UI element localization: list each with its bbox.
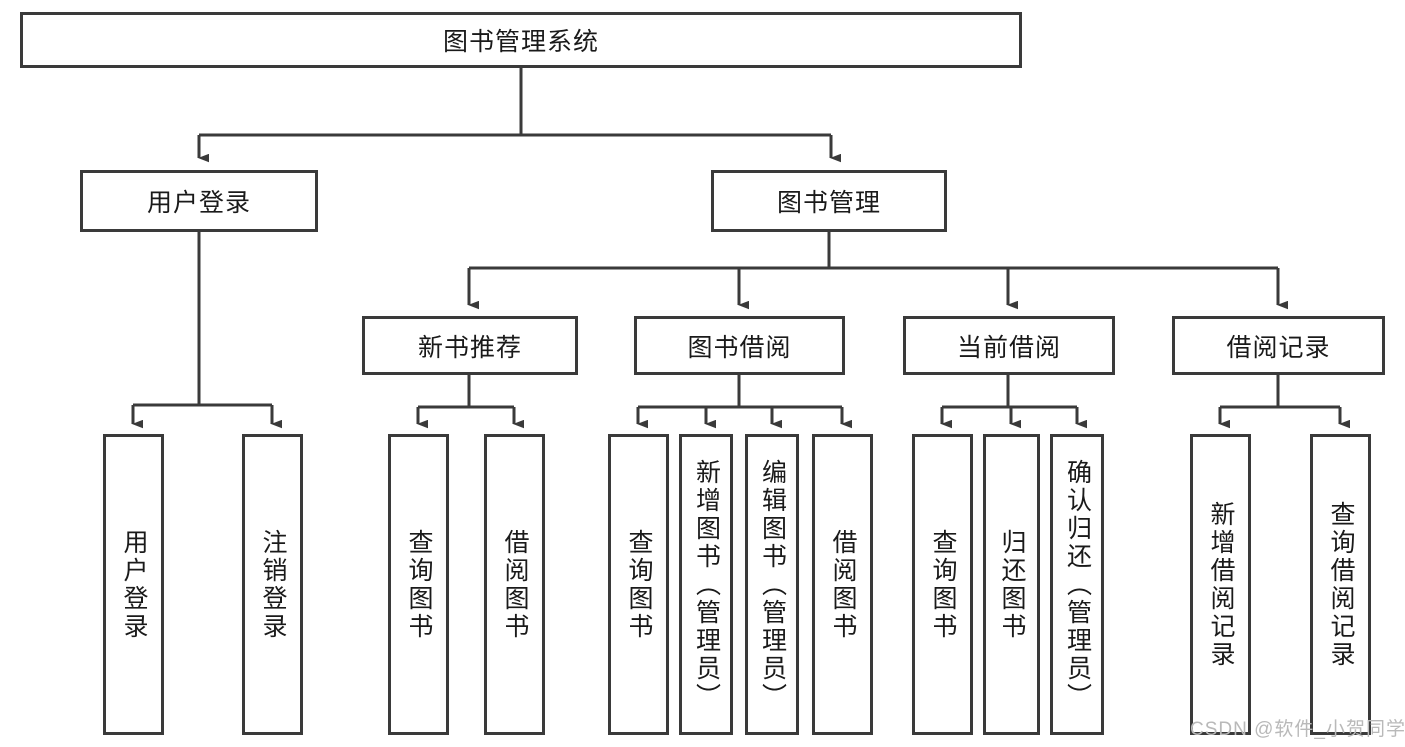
leaf-query-record-label: 查询借阅记录 <box>1327 500 1355 669</box>
leaf-query-book-2[interactable]: 查询图书 <box>608 434 669 735</box>
node-current-borrow-label: 当前借阅 <box>956 333 1061 362</box>
leaf-confirm-return[interactable]: 确认归还（管理员） <box>1050 434 1104 735</box>
leaf-add-record-label: 新增借阅记录 <box>1207 500 1235 669</box>
leaf-add-book[interactable]: 新增图书（管理员） <box>679 434 733 735</box>
leaf-query-book-3-label: 查询图书 <box>929 528 957 641</box>
leaf-edit-book-label: 编辑图书（管理员） <box>758 458 787 711</box>
leaf-query-book-2-label: 查询图书 <box>625 528 653 641</box>
node-book-management-label: 图书管理 <box>776 189 881 217</box>
node-borrow-record[interactable]: 借阅记录 <box>1172 316 1385 375</box>
node-user-login-label: 用户登录 <box>146 189 251 217</box>
leaf-return-book[interactable]: 归还图书 <box>983 434 1040 735</box>
node-book-borrow-label: 图书借阅 <box>687 333 792 362</box>
leaf-user-login[interactable]: 用户登录 <box>103 434 164 735</box>
leaf-query-record[interactable]: 查询借阅记录 <box>1310 434 1371 735</box>
leaf-add-record[interactable]: 新增借阅记录 <box>1190 434 1251 735</box>
leaf-add-book-label: 新增图书（管理员） <box>692 458 721 711</box>
leaf-borrow-book-1[interactable]: 借阅图书 <box>484 434 545 735</box>
node-new-book-recommend-label: 新书推荐 <box>417 333 522 362</box>
leaf-borrow-book-1-label: 借阅图书 <box>501 528 529 641</box>
leaf-query-book-1-label: 查询图书 <box>405 528 433 641</box>
leaf-edit-book[interactable]: 编辑图书（管理员） <box>745 434 799 735</box>
node-borrow-record-label: 借阅记录 <box>1226 333 1331 362</box>
leaf-borrow-book-2[interactable]: 借阅图书 <box>812 434 873 735</box>
watermark: CSDN @软件_小贺同学 <box>1190 719 1405 740</box>
leaf-borrow-book-2-label: 借阅图书 <box>829 528 857 641</box>
leaf-logout-label: 注销登录 <box>259 528 287 641</box>
leaf-query-book-3[interactable]: 查询图书 <box>912 434 973 735</box>
leaf-user-login-label: 用户登录 <box>120 528 148 641</box>
leaf-confirm-return-label: 确认归还（管理员） <box>1063 458 1092 711</box>
node-current-borrow[interactable]: 当前借阅 <box>903 316 1115 375</box>
node-root-label: 图书管理系统 <box>442 28 599 56</box>
leaf-logout[interactable]: 注销登录 <box>242 434 303 735</box>
node-new-book-recommend[interactable]: 新书推荐 <box>362 316 578 375</box>
node-user-login[interactable]: 用户登录 <box>80 170 318 232</box>
node-book-management[interactable]: 图书管理 <box>711 170 947 232</box>
leaf-query-book-1[interactable]: 查询图书 <box>388 434 449 735</box>
leaf-return-book-label: 归还图书 <box>998 528 1026 641</box>
node-book-borrow[interactable]: 图书借阅 <box>634 316 845 375</box>
node-root[interactable]: 图书管理系统 <box>20 12 1022 68</box>
